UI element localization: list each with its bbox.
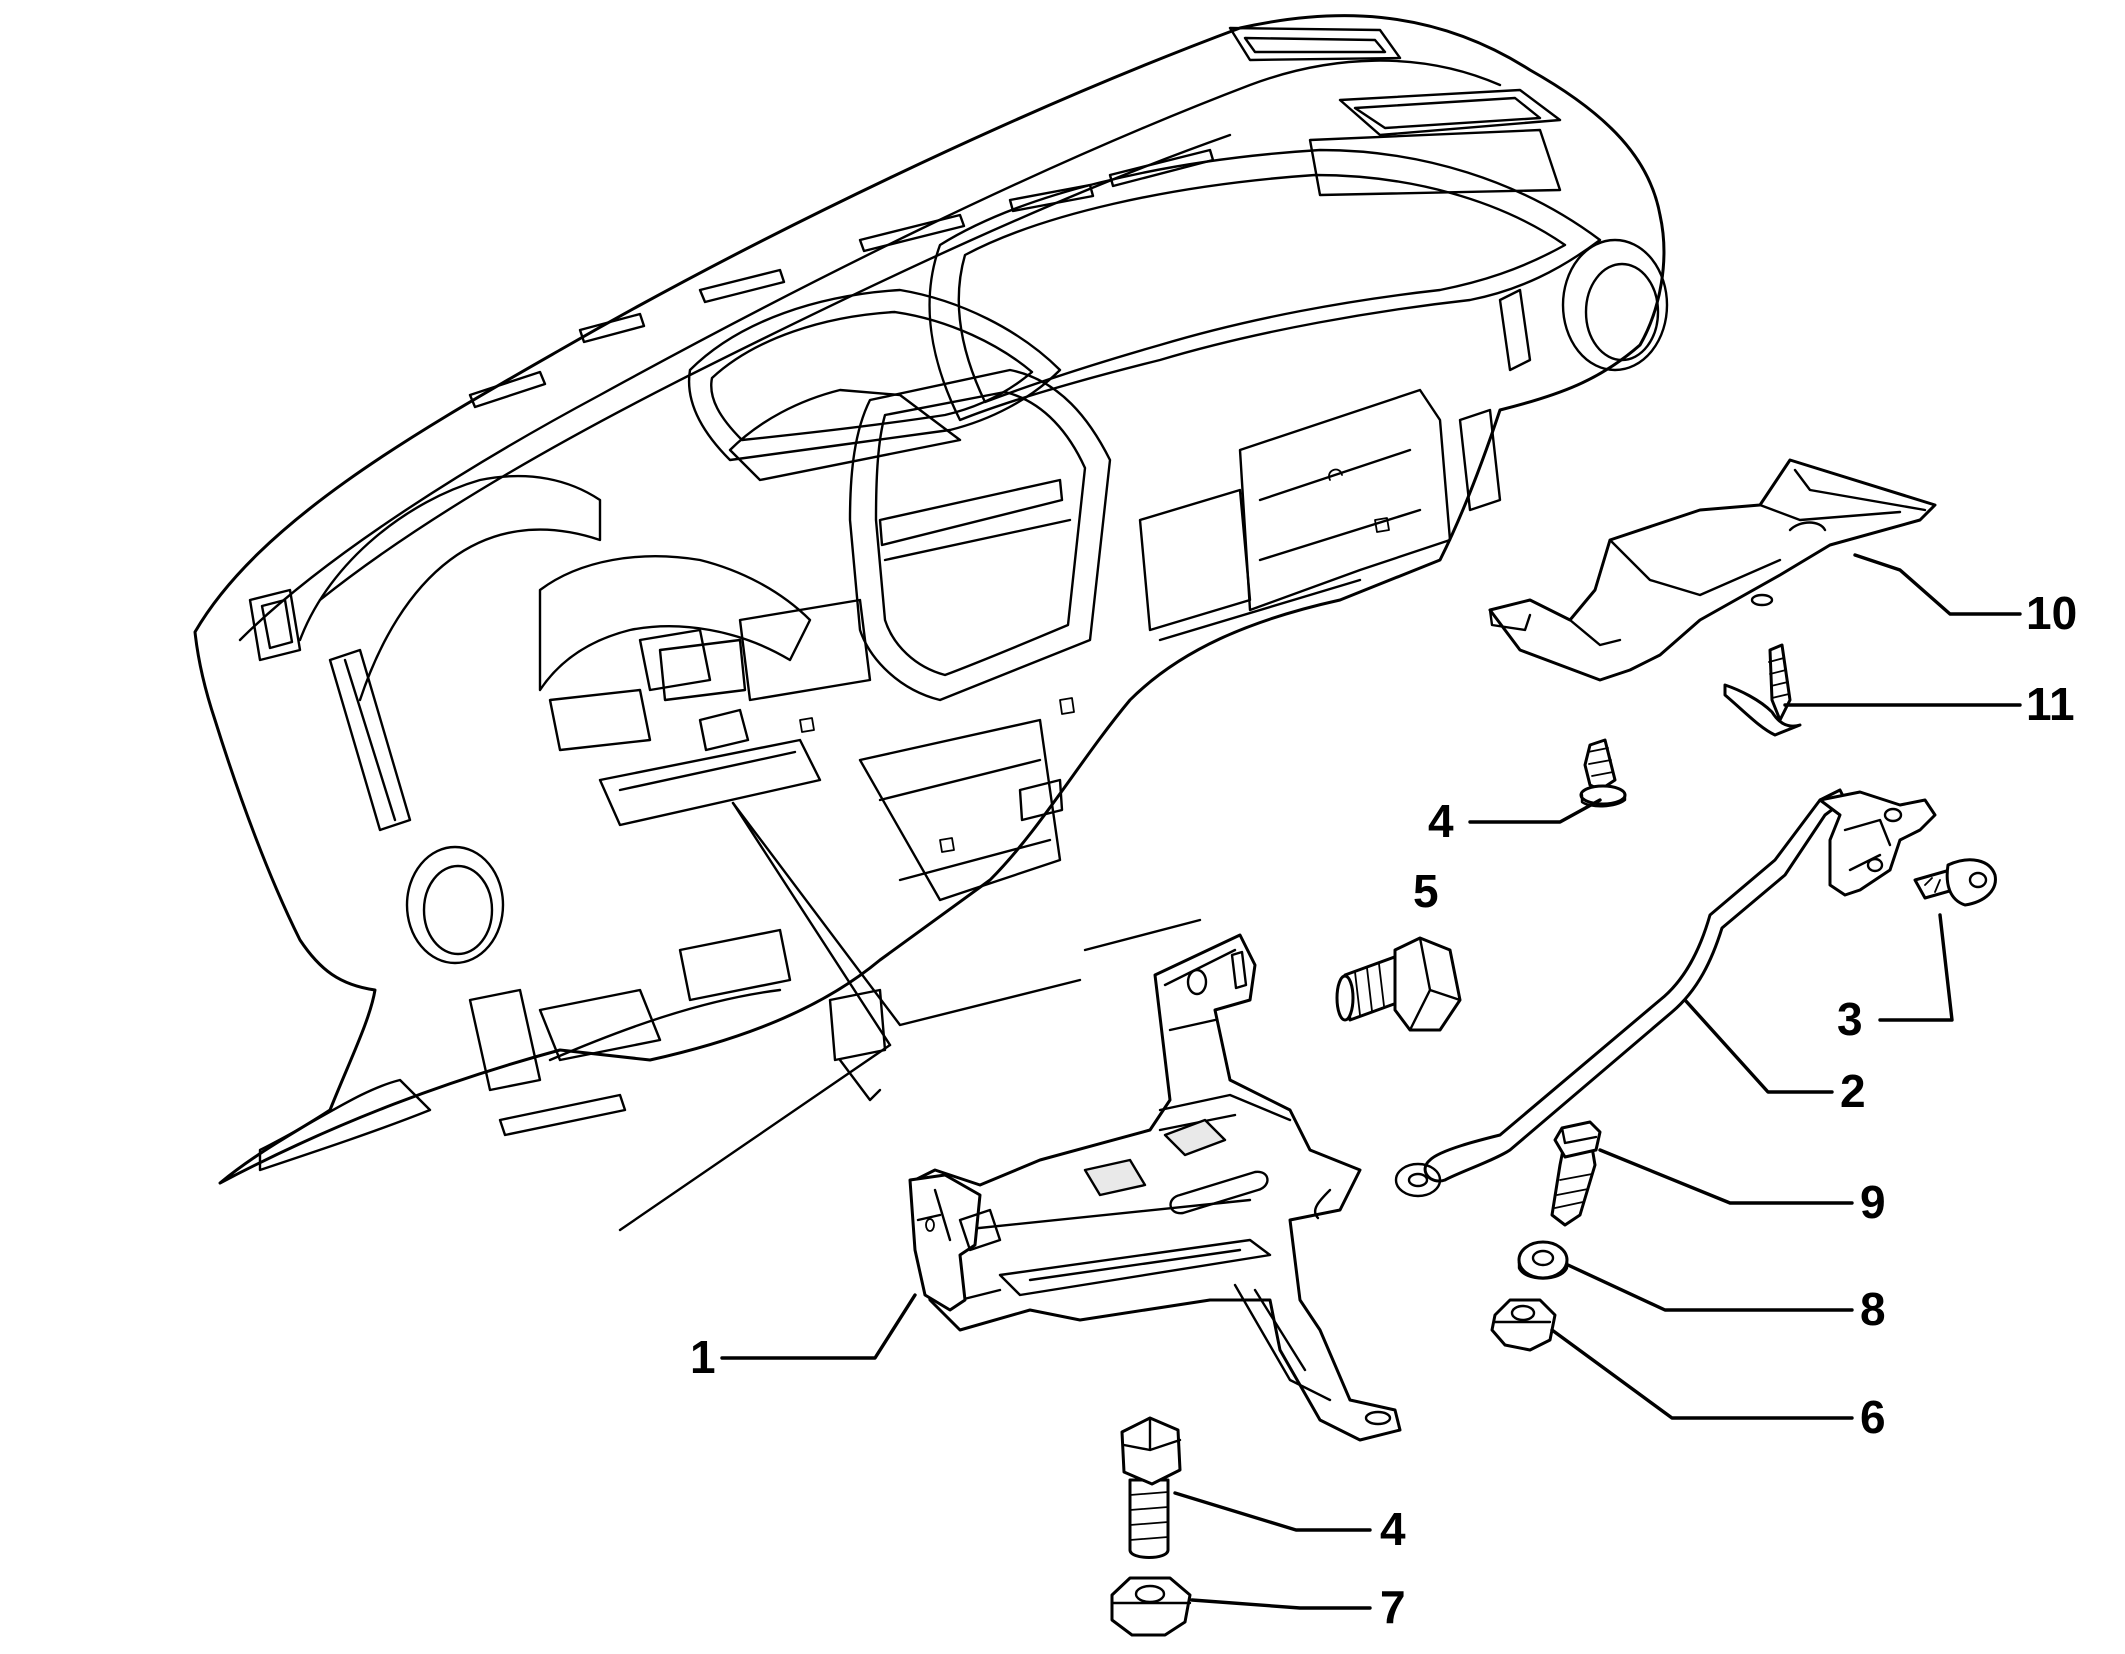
self-tapping-screw-11 — [1723, 643, 1802, 737]
leader-7 — [1190, 1598, 1372, 1610]
leader-10 — [1853, 553, 2022, 616]
callout-4-bolt: 4 — [1380, 1503, 1406, 1555]
callout-numbers: 1 2 3 4 5 6 7 8 9 10 11 4 — [690, 587, 2077, 1633]
dashboard-assembly — [193, 14, 1669, 1232]
insulating-cover-10 — [1488, 458, 1937, 682]
round-vent-right — [1561, 238, 1669, 372]
callout-4-clip: 4 — [1428, 795, 1454, 847]
round-vent-left — [405, 845, 505, 965]
flange-nut-6 — [1490, 1298, 1557, 1352]
hex-bolt-4 — [1120, 1416, 1182, 1559]
leader-8 — [1566, 1263, 1854, 1312]
callout-3: 3 — [1837, 993, 1863, 1045]
leader-1 — [720, 1293, 917, 1360]
callout-10: 10 — [2026, 587, 2077, 639]
screw-9 — [1550, 1120, 1602, 1227]
callout-8: 8 — [1860, 1283, 1886, 1335]
screw-3 — [1913, 858, 1997, 907]
leader-lines — [720, 553, 2022, 1610]
leader-4-clip — [1468, 798, 1602, 824]
callout-5: 5 — [1413, 865, 1439, 917]
callout-9: 9 — [1860, 1176, 1886, 1228]
hex-nut-7 — [1110, 1576, 1192, 1637]
leader-3 — [1878, 913, 1954, 1022]
plastic-clip — [1579, 738, 1627, 808]
callout-1: 1 — [690, 1331, 716, 1383]
leader-2 — [1683, 998, 1834, 1094]
callout-11: 11 — [2026, 678, 2075, 730]
leader-4-bolt — [1173, 1491, 1372, 1532]
callout-6: 6 — [1860, 1391, 1886, 1443]
tie-rod — [1394, 788, 1937, 1198]
washer-8 — [1517, 1240, 1569, 1280]
hex-bolt-5 — [1335, 936, 1462, 1032]
leader-6 — [1550, 1328, 1854, 1420]
callout-2: 2 — [1840, 1065, 1866, 1117]
steering-support-bracket — [908, 933, 1402, 1442]
callout-7: 7 — [1380, 1581, 1406, 1633]
leader-9 — [1598, 1148, 1854, 1205]
